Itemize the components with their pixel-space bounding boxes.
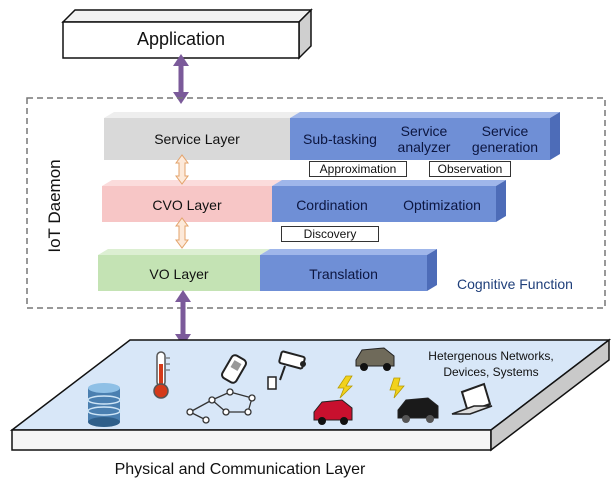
car-icon [355,347,395,371]
application-label: Application [136,29,226,49]
service-layer-block [104,112,560,160]
optimization-module: Optimization [403,197,481,213]
iot-daemon-title: IoT Daemon [45,159,64,253]
wireless-link-icon [337,375,353,399]
service-analyzer-module: Service analyzer [397,123,451,155]
iot-daemon-boundary [26,97,606,309]
cvo-layer-label: CVO Layer [152,197,222,213]
camera-icon [267,350,306,390]
car-icon [397,397,439,423]
vo-layer-block [98,249,437,291]
observation-tag: Observation [429,161,511,177]
application-arrow [173,54,189,104]
sub-tasking-module: Sub-tasking [303,131,377,147]
cvo-layer-block [102,180,506,222]
service-cvo-arrow [175,154,189,185]
service-generation-module: Service generation [471,123,539,155]
physical-layer-label: Physical and Communication Layer [114,461,366,478]
network-graph-icon [186,388,256,424]
thermometer-icon [153,351,170,399]
phone-icon [221,354,247,384]
laptop-icon [451,382,493,415]
service-layer-label: Service Layer [154,131,240,147]
physical-arrow [175,290,191,346]
approximation-tag: Approximation [309,161,407,177]
vo-layer-label: VO Layer [149,266,209,282]
wireless-link-icon [389,377,405,399]
cordination-module: Cordination [296,197,368,213]
database-icon [87,383,121,427]
discovery-tag: Discovery [281,226,379,242]
application-box [61,8,313,60]
car-icon [313,399,353,425]
translation-module: Translation [309,266,378,282]
cognitive-function-label: Cognitive Function [457,276,573,292]
networks-caption: Hetergenous Networks, Devices, Systems [428,349,554,379]
cvo-vo-arrow [175,217,189,249]
